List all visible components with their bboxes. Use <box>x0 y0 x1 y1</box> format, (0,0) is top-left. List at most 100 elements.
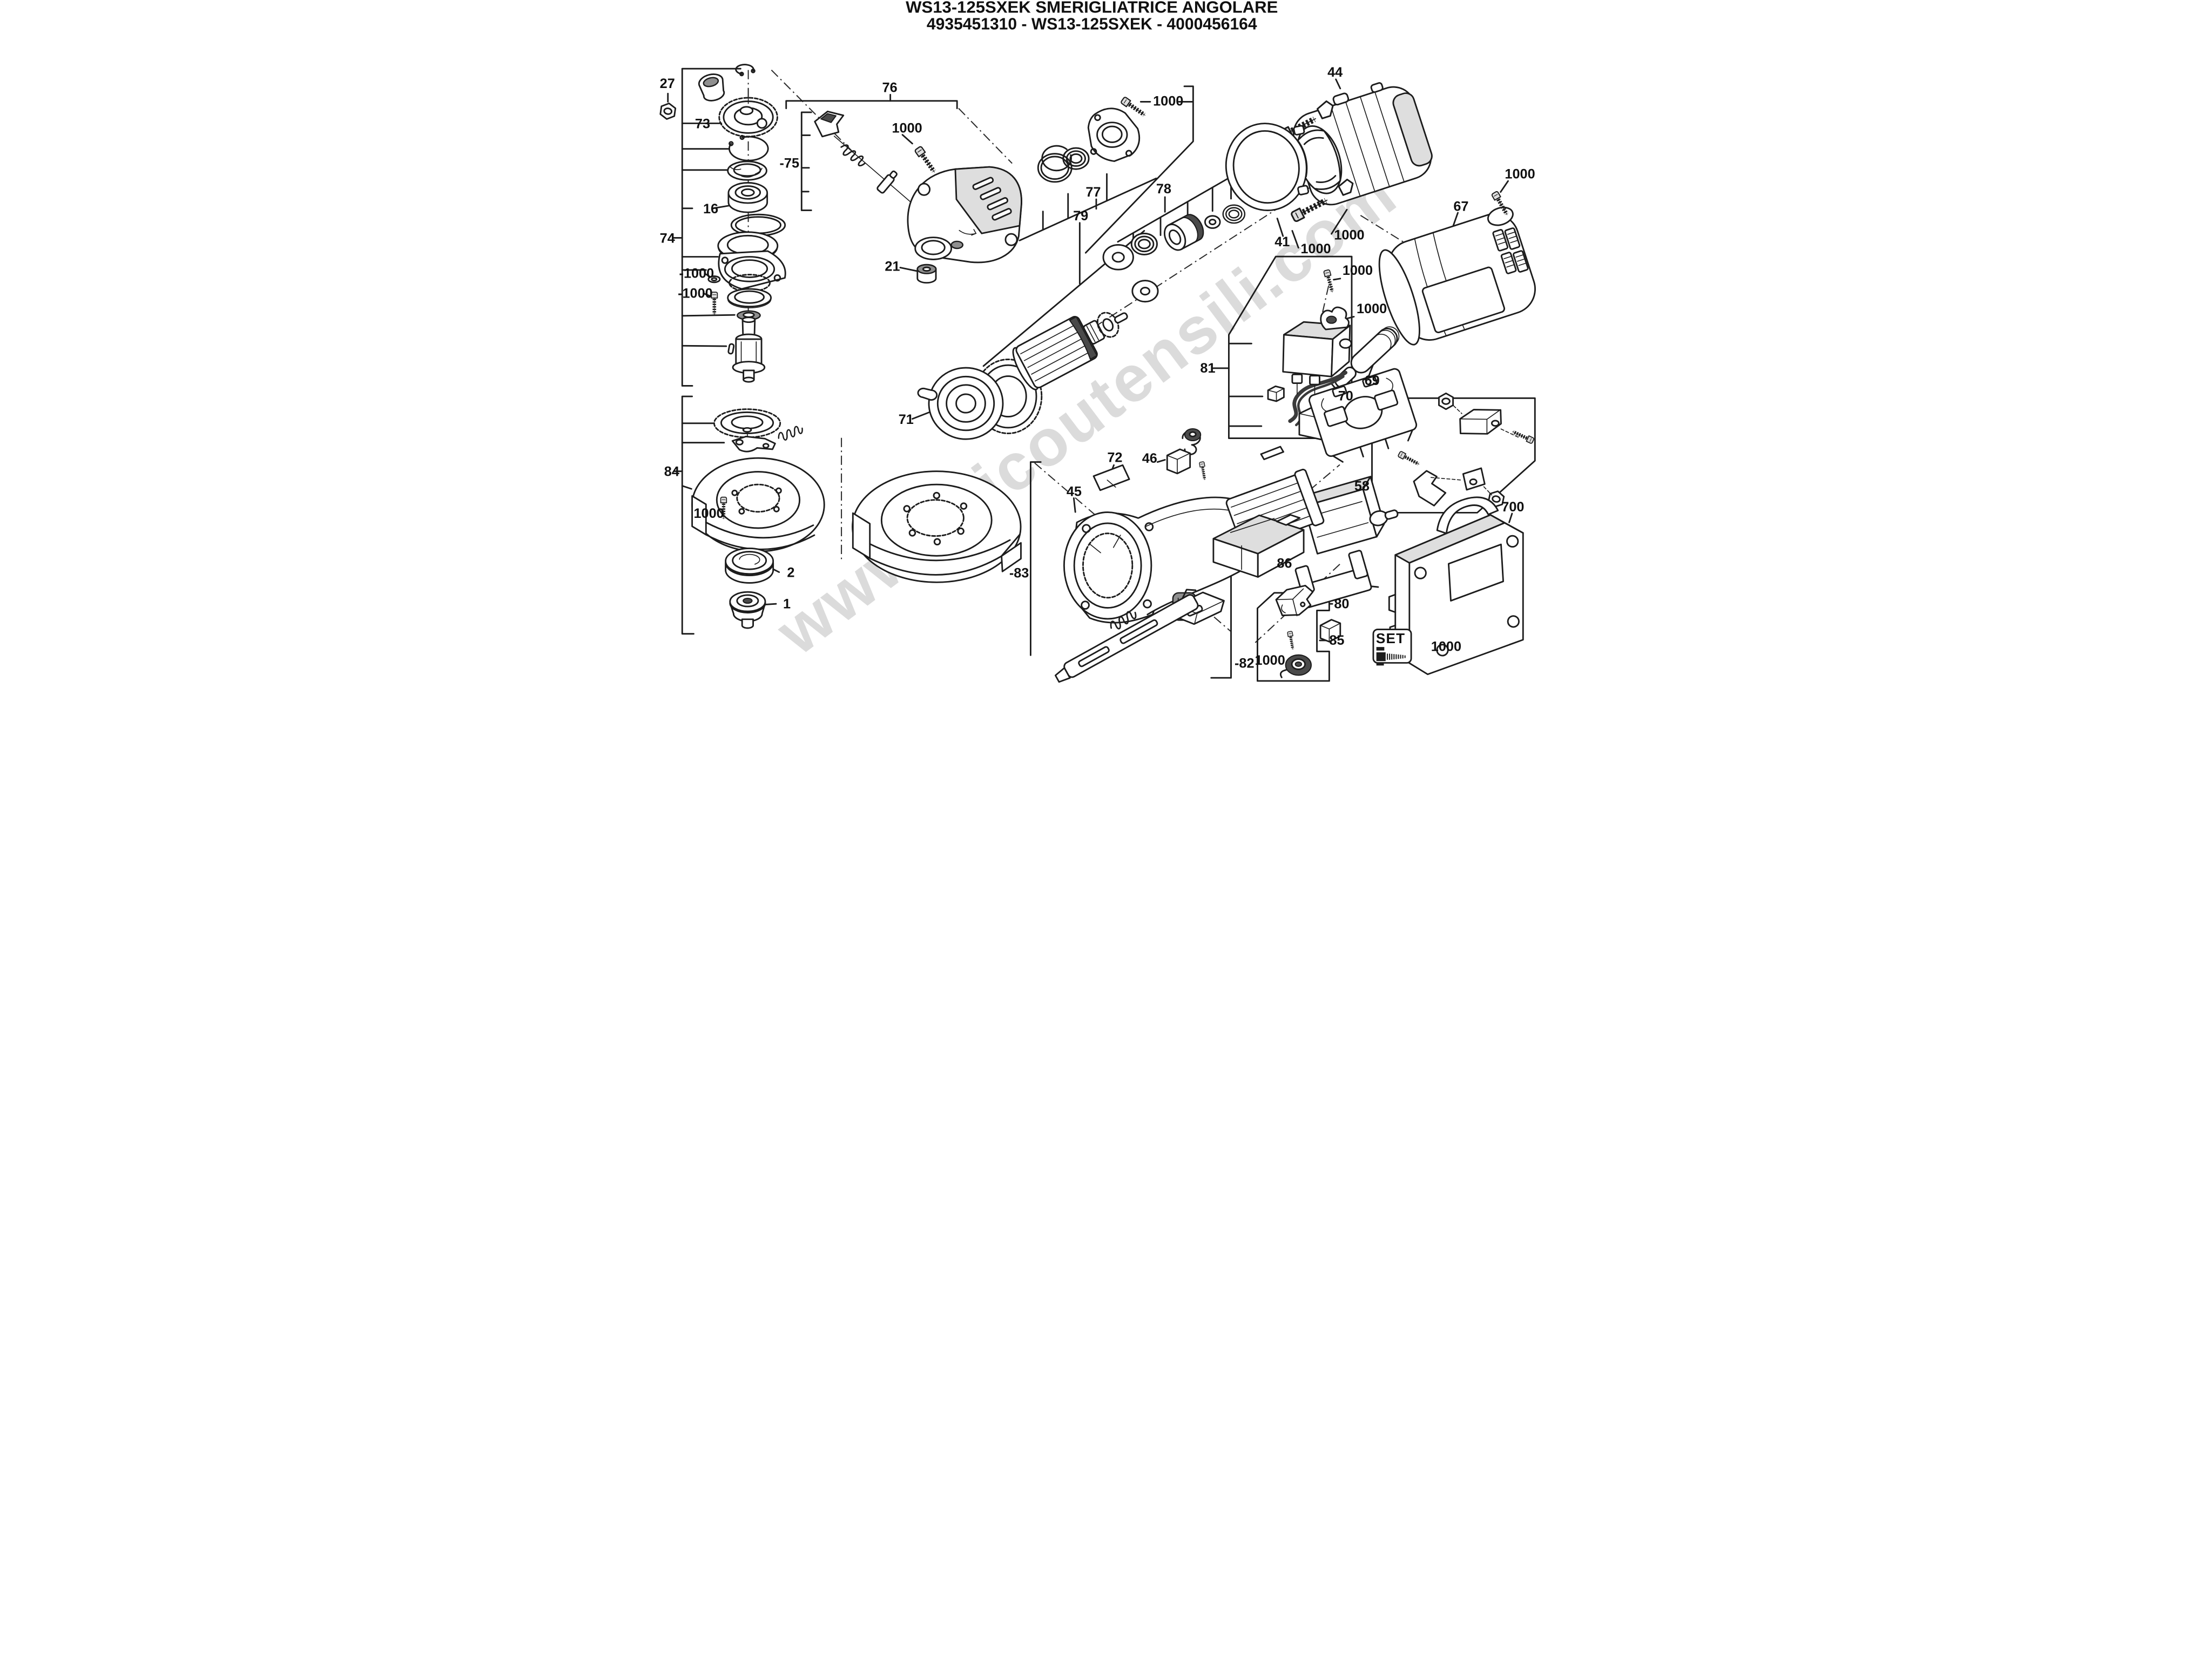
part-labels: 27731674-1000-10008410002176-75100021100… <box>660 65 1535 671</box>
gearcase-cap-21 <box>916 264 937 284</box>
motor-housing-67 <box>1378 206 1536 346</box>
part-label-1000-25: 1000 <box>1343 263 1373 278</box>
part-label-1000-7: 1000 <box>693 506 724 521</box>
part-label-58-31: 58 <box>1354 479 1370 494</box>
part-label-76-10: 76 <box>882 80 898 95</box>
part-label-84-6: 84 <box>664 464 679 480</box>
cord-sleeve-69 <box>1334 326 1400 388</box>
part-label-1000-14: 1000 <box>1153 94 1183 109</box>
part-label-85-37: 85 <box>1329 633 1344 648</box>
armature-washer <box>1131 280 1159 303</box>
part-label-73-1: 73 <box>695 116 710 131</box>
lock-lever <box>731 435 776 453</box>
part-label-700-40: 700 <box>1501 500 1524 515</box>
label-plate-72 <box>1092 464 1130 491</box>
part-label-44-19: 44 <box>1327 65 1343 80</box>
spring-washer-1000 <box>1279 654 1312 678</box>
flange-screw-washer-1000 <box>707 275 721 284</box>
retaining-ring-top <box>735 64 756 77</box>
wave-washer <box>727 160 767 181</box>
knob-spring <box>838 141 868 170</box>
exploded-parts-diagram: www.bricoutensili.com WS13-125SXEK SMERI… <box>647 0 1538 685</box>
part-label-1000-41: 1000 <box>1431 639 1461 654</box>
bearing-train-2 <box>1222 204 1246 224</box>
upper-bracket-screw <box>1511 429 1534 444</box>
bearing-flange-plate <box>718 250 786 292</box>
diagram-canvas: www.bricoutensili.com WS13-125SXEK SMERI… <box>647 0 1538 685</box>
field-screw-upper-1000 <box>1277 100 1334 140</box>
wheel-guard-large-84 <box>852 470 1022 583</box>
part-label-1000-26: 1000 <box>1357 301 1387 316</box>
part-label-74-3: 74 <box>660 231 675 246</box>
brush-screw <box>1199 462 1208 481</box>
baffle-ring-41 <box>1225 123 1310 212</box>
spindle <box>727 316 766 383</box>
part-label-83-34: -83 <box>1009 565 1029 581</box>
part-label-70-29: 70 <box>1338 388 1353 403</box>
motor-housing-45 <box>1063 496 1244 624</box>
armature-core-71 <box>1012 312 1128 390</box>
ball-bearing-16 <box>727 182 768 213</box>
title-line-1: WS13-125SXEK SMERIGLIATRICE ANGOLARE <box>906 0 1278 17</box>
armature-fan <box>917 367 1004 440</box>
rubber-cap-73 <box>698 73 725 102</box>
module-screw-1000 <box>1324 269 1336 293</box>
housing-cover-86 <box>1212 514 1305 578</box>
gearcase-screw-1000 <box>914 146 938 174</box>
spindle-lock-ring <box>713 408 781 441</box>
part-label-72-32: 72 <box>1107 450 1122 465</box>
circlip-mid <box>729 134 769 161</box>
terminal-cube <box>1267 385 1285 402</box>
title-line-2: 4935451310 - WS13-125SXEK - 4000456164 <box>927 16 1257 33</box>
slider-bar <box>1054 589 1199 683</box>
field-screw-lower-1000 <box>1289 178 1354 222</box>
support-bracket-lower <box>1413 467 1506 509</box>
jumper-bar <box>1260 446 1284 461</box>
clamp-nut-1 <box>729 591 766 629</box>
part-label-1000-5: -1000 <box>678 286 713 301</box>
part-label-67-24: 67 <box>1453 199 1468 214</box>
washer-train-2 <box>1204 215 1221 229</box>
knob-pin <box>876 170 898 194</box>
backing-flange-2 <box>725 548 774 584</box>
part-label-77-15: 77 <box>1085 185 1101 200</box>
wheel-guard-small-84 <box>691 457 825 552</box>
hex-nut-27 <box>659 102 677 121</box>
part-label-75-11: -75 <box>780 156 800 171</box>
spindle-lock-knob <box>814 110 845 138</box>
part-label-78-16: 78 <box>1156 181 1171 197</box>
part-label-1000-23: 1000 <box>1505 166 1535 181</box>
set-kit-icon: SET <box>1372 629 1412 666</box>
brush-holder-80 <box>1275 584 1314 617</box>
brush-plate-assembly <box>1309 368 1418 463</box>
part-label-1-9: 1 <box>783 596 791 611</box>
part-label-1000-38: 1000 <box>1255 653 1285 668</box>
support-bracket-upper <box>1438 392 1520 438</box>
brush-85 <box>1319 619 1341 643</box>
part-label-46-30: 46 <box>1142 451 1157 466</box>
part-label-69-28: 69 <box>1365 373 1380 388</box>
part-label-79-17: 79 <box>1073 208 1088 224</box>
part-label-41-20: 41 <box>1274 234 1290 249</box>
bearing-cover-plate-77 <box>1087 107 1141 162</box>
part-label-86-35: 86 <box>1277 556 1292 571</box>
part-label-82-39: -82 <box>1235 656 1255 671</box>
part-label-21-13: 21 <box>885 259 900 274</box>
needle-sleeve <box>1163 214 1204 251</box>
title-block: WS13-125SXEK SMERIGLIATRICE ANGOLARE 493… <box>906 0 1278 33</box>
washer-train-1 <box>1102 244 1134 271</box>
part-label-1000-4: -1000 <box>679 266 714 281</box>
part-label-71-18: 71 <box>899 412 914 427</box>
part-label-81-27: 81 <box>1200 361 1215 376</box>
part-label-80-36: 80 <box>1334 596 1349 611</box>
cord-clamp-1000 <box>1320 306 1350 330</box>
switch-58 <box>1303 476 1399 555</box>
part-label-1000-12: 1000 <box>892 120 922 136</box>
part-label-2-8: 2 <box>787 565 794 580</box>
holder-screw-1000 <box>1287 631 1296 650</box>
crown-gear-73 <box>718 88 778 138</box>
plate-o-ring <box>1037 145 1073 183</box>
bearing-train-1 <box>1130 232 1158 255</box>
part-label-1000-21: 1000 <box>1300 241 1331 257</box>
spacer-ring <box>727 288 772 308</box>
